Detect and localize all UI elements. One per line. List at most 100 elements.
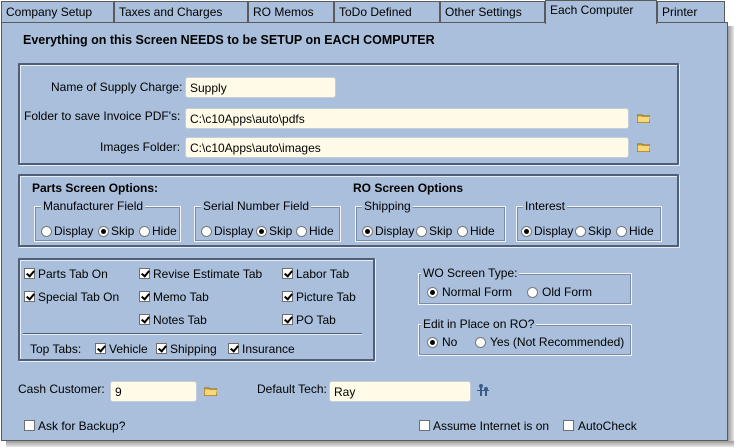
radio-label: Yes (Not Recommended) (490, 335, 625, 349)
radio-label: Display (534, 224, 574, 238)
checkbox-label: Parts Tab On (38, 267, 108, 281)
serial-hide-radio[interactable] (296, 226, 307, 237)
tab-label: RO Memos (253, 5, 314, 19)
edit-in-place-no-radio[interactable] (427, 337, 438, 348)
window-shadow (728, 26, 734, 445)
tab-todo-defined[interactable]: ToDo Defined (334, 1, 440, 22)
parts-tab-checkbox[interactable] (24, 268, 35, 279)
paths-group (18, 63, 679, 165)
serial-number-group: Serial Number Field (194, 199, 341, 242)
tab-ro-memos[interactable]: RO Memos (248, 1, 334, 22)
manufacturer-hide-radio[interactable] (139, 226, 150, 237)
tab-taxes-and-charges[interactable]: Taxes and Charges (114, 1, 248, 22)
radio-label: Skip (429, 224, 453, 238)
edit-in-place-yes-radio[interactable] (475, 337, 486, 348)
edit-in-place-group: Edit in Place on RO? (418, 317, 632, 356)
normal-form-radio[interactable] (427, 287, 438, 298)
folder-browse-icon[interactable] (637, 113, 650, 123)
tab-other-settings[interactable]: Other Settings (440, 1, 545, 22)
screen-options-group (18, 174, 679, 247)
memo-tab-checkbox[interactable] (139, 291, 150, 302)
checkbox-label: Insurance (242, 342, 295, 356)
checkbox-label: PO Tab (296, 313, 336, 327)
radio-label: No (442, 335, 458, 349)
interest-skip-radio[interactable] (575, 226, 586, 237)
default-tech-input[interactable]: Ray (329, 381, 471, 402)
checkbox-label: Picture Tab (296, 290, 356, 304)
revise-estimate-tab-checkbox[interactable] (139, 268, 150, 279)
vehicle-tab-checkbox[interactable] (95, 343, 106, 354)
radio-label: Skip (269, 224, 293, 238)
notes-tab-checkbox[interactable] (139, 314, 150, 325)
checkbox-label: Ask for Backup? (38, 419, 126, 433)
interest-hide-radio[interactable] (616, 226, 627, 237)
labor-tab-checkbox[interactable] (282, 268, 293, 279)
autocheck-checkbox[interactable] (563, 420, 574, 431)
tab-label: Taxes and Charges (119, 5, 223, 19)
radio-label: Display (214, 224, 254, 238)
manufacturer-display-radio[interactable] (41, 226, 52, 237)
po-tab-checkbox[interactable] (282, 314, 293, 325)
radio-label: Hide (309, 224, 334, 238)
shipping-hide-radio[interactable] (457, 226, 468, 237)
checkbox-label: Vehicle (109, 342, 148, 356)
window-shadow (6, 441, 734, 447)
supply-charge-label: Name of Supply Charge: (51, 80, 183, 94)
serial-number-title: Serial Number Field (201, 199, 312, 213)
shipping-option-title: Shipping (362, 199, 413, 213)
images-folder-input[interactable]: C:\c10Apps\auto\images (185, 137, 629, 158)
tab-toggles-group (18, 258, 375, 361)
radio-label: Skip (588, 224, 612, 238)
radio-label: Hide (152, 224, 177, 238)
manufacturer-skip-radio[interactable] (98, 226, 109, 237)
default-tech-label: Default Tech: (257, 382, 327, 396)
pdf-folder-input[interactable]: C:\c10Apps\auto\pdfs (185, 108, 629, 129)
pdf-folder-label: Folder to save Invoice PDF's: (24, 109, 181, 123)
checkbox-label: Special Tab On (38, 290, 120, 304)
shipping-tab-checkbox[interactable] (156, 343, 167, 354)
tab-each-computer[interactable]: Each Computer (545, 0, 657, 24)
assume-internet-checkbox[interactable] (419, 420, 430, 431)
tab-label: ToDo Defined (339, 5, 412, 19)
radio-label: Display (54, 224, 94, 238)
old-form-radio[interactable] (527, 287, 538, 298)
each-computer-panel: Everything on this Screen NEEDS to be SE… (1, 22, 728, 441)
serial-skip-radio[interactable] (256, 226, 267, 237)
radio-label: Hide (470, 224, 495, 238)
interest-option-title: Interest (523, 199, 568, 213)
shipping-option-group: Shipping (355, 199, 506, 242)
tab-label: Printer (662, 5, 698, 19)
supply-charge-input[interactable]: Supply (185, 77, 336, 98)
interest-display-radio[interactable] (521, 226, 532, 237)
serial-display-radio[interactable] (201, 226, 212, 237)
radio-label: Display (375, 224, 415, 238)
shipping-skip-radio[interactable] (416, 226, 427, 237)
tab-printer[interactable]: Printer (657, 1, 725, 22)
tab-label: Other Settings (445, 5, 522, 19)
special-tab-checkbox[interactable] (24, 291, 35, 302)
ask-for-backup-checkbox[interactable] (24, 420, 35, 431)
cash-customer-input[interactable]: 9 (110, 381, 197, 402)
tab-company-setup[interactable]: Company Setup (1, 1, 114, 22)
insurance-tab-checkbox[interactable] (228, 343, 239, 354)
picture-tab-checkbox[interactable] (282, 291, 293, 302)
folder-browse-icon[interactable] (204, 386, 217, 396)
edit-in-place-title: Edit in Place on RO? (421, 317, 537, 331)
checkbox-label: Shipping (170, 342, 217, 356)
manufacturer-field-title: Manufacturer Field (41, 199, 146, 213)
shipping-display-radio[interactable] (362, 226, 373, 237)
tech-lookup-icon[interactable] (477, 383, 489, 397)
tab-label: Each Computer (550, 3, 634, 17)
top-tabs-label: Top Tabs: (30, 342, 82, 356)
images-folder-label: Images Folder: (100, 140, 181, 154)
interest-option-group: Interest (516, 199, 662, 242)
radio-label: Normal Form (442, 285, 513, 299)
wo-screen-type-group: WO Screen Type: (418, 266, 632, 305)
folder-browse-icon[interactable] (637, 142, 650, 152)
ro-options-title: RO Screen Options (353, 181, 464, 195)
checkbox-label: Notes Tab (153, 313, 207, 327)
parts-options-title: Parts Screen Options: (32, 181, 159, 195)
checkbox-label: Memo Tab (153, 290, 209, 304)
wo-screen-type-title: WO Screen Type: (421, 266, 520, 280)
divider (23, 333, 362, 335)
